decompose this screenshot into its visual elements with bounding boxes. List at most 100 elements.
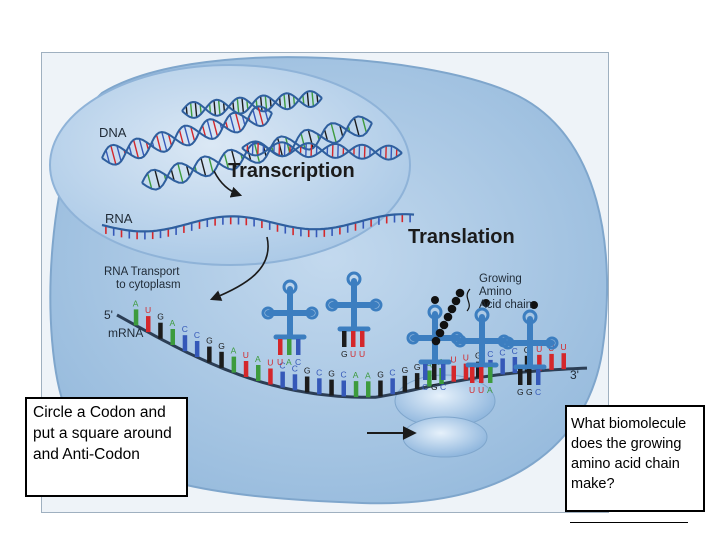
dna-base-pair — [110, 145, 117, 165]
mrna-base-letter: G — [414, 362, 421, 372]
amino-acid — [439, 320, 449, 330]
dna-base-pair — [257, 106, 264, 126]
dna-base-pair — [269, 98, 272, 108]
mrna-base — [390, 378, 395, 395]
mrna-base-letter: C — [182, 324, 188, 334]
mrna-base-letter: C — [487, 349, 493, 359]
dna-base-pair — [292, 95, 296, 106]
dna-base-pair — [246, 100, 249, 110]
dna-base-pair — [283, 93, 287, 110]
dna-base-pair — [132, 139, 140, 159]
mrna-base-letter: U — [561, 342, 567, 352]
dna-base-pair — [241, 115, 246, 126]
dna-backbone — [181, 92, 323, 117]
dna-base-pair — [206, 119, 213, 140]
dna-base-pair — [178, 129, 184, 145]
mrna-base — [537, 354, 542, 371]
label-growing-1: Growing — [479, 273, 522, 285]
label-rna: RNA — [105, 211, 133, 226]
mrna-base-letter: U — [267, 358, 273, 368]
dna-base-pair — [212, 119, 219, 137]
amino-acid — [451, 296, 461, 306]
mrna-base-letter: C — [292, 363, 298, 373]
mrna-base-letter: G — [328, 369, 335, 379]
dna-base-pair — [222, 102, 226, 112]
label-rna-transport-2: to cytoplasm — [116, 279, 181, 291]
dna-base-pair — [263, 107, 269, 122]
dna-base-pair — [259, 96, 263, 112]
mrna-base — [194, 341, 200, 357]
dna-helices — [101, 90, 403, 191]
dna-backbone — [141, 122, 373, 191]
dna-base-pair — [167, 134, 173, 146]
mrna-base-letter: C — [279, 361, 285, 371]
anticodon-letter: C — [295, 357, 301, 367]
instruction-box[interactable]: Circle a Codon and put a square around a… — [25, 397, 188, 497]
mrna-base-letter: C — [499, 347, 505, 357]
dna-base-pair — [161, 131, 168, 152]
dna-base-pair — [213, 100, 217, 116]
anticodon-letter: U — [359, 349, 365, 359]
dna-base-pair — [146, 173, 153, 189]
dna-base-pair — [311, 91, 315, 107]
dna-base-pair — [302, 95, 305, 105]
dna-base-pair — [155, 134, 162, 152]
amino-acid — [431, 336, 441, 346]
mrna-base — [427, 370, 432, 387]
mrna-base-letter: C — [194, 330, 200, 340]
dna-base-pair — [183, 125, 191, 146]
mrna-base — [243, 361, 249, 377]
dna-base-pair — [208, 103, 212, 114]
dna-base-pair — [154, 169, 161, 189]
dna-backbone — [101, 105, 273, 160]
dna-base-pair — [217, 99, 221, 116]
dna-base-pair — [190, 126, 196, 142]
mrna-base-letter: A — [170, 318, 176, 328]
mrna-base-letter: U — [145, 305, 151, 315]
dna-base-pair — [330, 123, 337, 143]
mrna-base — [549, 353, 554, 370]
anticodon-letter: G — [517, 387, 524, 397]
dna-base-pair — [252, 109, 258, 126]
mrna-base — [451, 365, 456, 382]
mrna-base — [329, 379, 334, 396]
dna-base-pair — [194, 102, 198, 118]
mrna-base-letter: A — [133, 298, 139, 308]
mrna-base — [476, 361, 481, 378]
dna-base-pair — [138, 138, 145, 157]
mrna-base-letter: G — [218, 341, 225, 351]
anticodon-letter: U — [469, 385, 475, 395]
question-box[interactable]: What biomolecule does the growing amino … — [565, 405, 705, 512]
dna-base-pair — [323, 129, 329, 141]
dna-base-pair — [189, 102, 193, 118]
rna-strand — [101, 213, 415, 240]
mrna-base-letter: G — [206, 336, 213, 346]
dna-base-pair — [287, 93, 291, 109]
diagram-svg: AUGACCGGAUAUCCGCGCAAGCGGAAUUGCCCGUUU UAC… — [49, 56, 608, 505]
answer-blank-line[interactable] — [570, 522, 688, 523]
dna-base-pair — [170, 169, 175, 181]
anticodon-letter: G — [526, 387, 533, 397]
dna-base-pair — [247, 149, 252, 161]
dna-base-pair — [116, 145, 122, 162]
mrna-base — [317, 378, 322, 395]
anticodon-letter: U — [350, 349, 356, 359]
mrna-base — [207, 346, 212, 363]
mrna-base-letter: G — [377, 370, 384, 380]
anticodon-letter: A — [487, 385, 493, 395]
mrna-base-letter: A — [353, 370, 359, 380]
label-mrna: mRNA — [108, 326, 143, 340]
anticodon-letter: U — [277, 357, 283, 367]
rna-backbone — [101, 213, 415, 233]
mrna-base-letter: A — [255, 354, 261, 364]
mrna-base-letter: A — [231, 346, 237, 356]
dna-base-pair — [306, 91, 310, 107]
anticodon-letter: G — [431, 382, 438, 392]
mrna-base — [182, 335, 188, 352]
dna-base-pair — [307, 129, 314, 149]
mrna-base-letter: G — [475, 351, 482, 361]
mrna-base — [561, 353, 566, 370]
